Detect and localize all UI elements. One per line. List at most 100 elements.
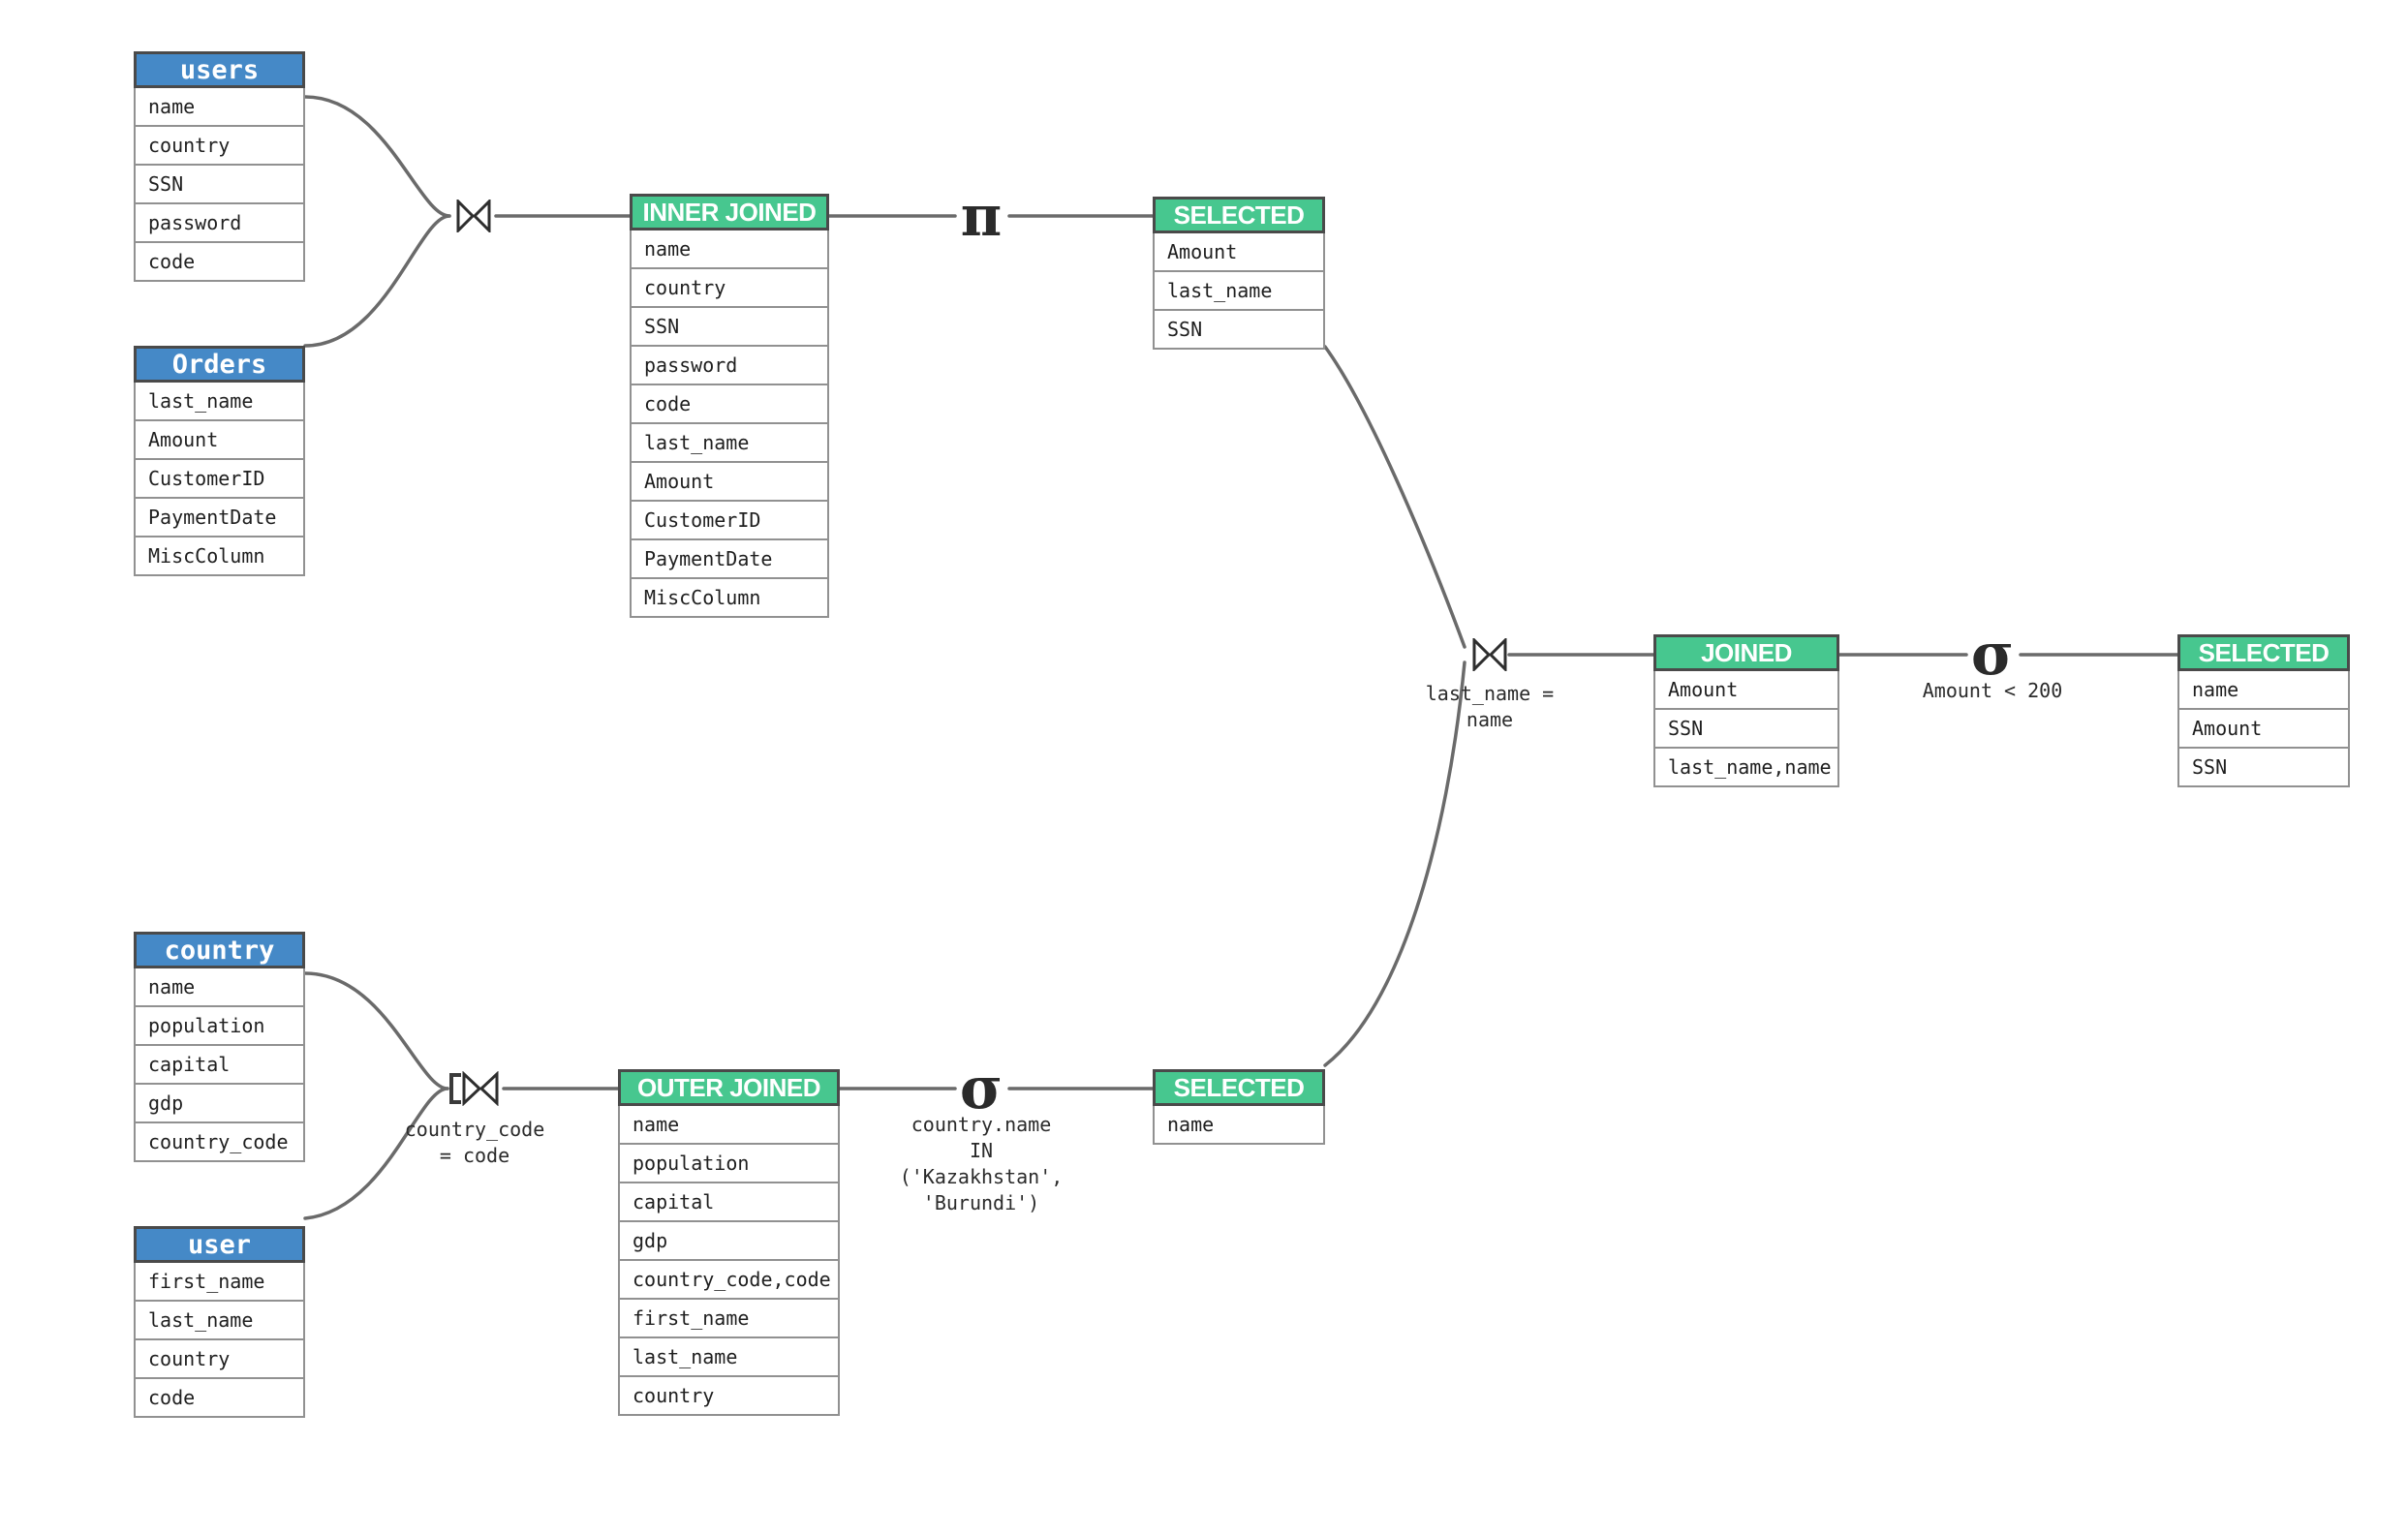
- edge-users-to-inner-join: [303, 95, 451, 218]
- column-row: CustomerID: [134, 460, 305, 499]
- column-row: gdp: [618, 1222, 840, 1261]
- column-row: country: [134, 1340, 305, 1379]
- column-row: PaymentDate: [134, 499, 305, 538]
- bowtie-join-icon: [456, 200, 491, 232]
- column-row: gdp: [134, 1085, 305, 1123]
- column-row: name: [134, 968, 305, 1007]
- sigma-symbol: σ: [1970, 621, 2015, 689]
- projection-operator: π: [954, 180, 1008, 252]
- column-row: last_name: [134, 1302, 305, 1340]
- column-row: last_name,name: [1653, 749, 1839, 787]
- column-row: capital: [618, 1183, 840, 1222]
- table-country-title: country: [134, 932, 305, 968]
- column-row: Amount: [1153, 233, 1325, 272]
- column-row: population: [618, 1145, 840, 1183]
- column-row: name: [134, 88, 305, 127]
- column-row: code: [134, 243, 305, 282]
- column-row: name: [1153, 1106, 1325, 1145]
- column-row: country: [618, 1377, 840, 1416]
- column-row: population: [134, 1007, 305, 1046]
- column-row: last_name: [134, 383, 305, 421]
- column-row: first_name: [618, 1300, 840, 1338]
- column-row: name: [618, 1106, 840, 1145]
- edge-country-to-outer-join: [303, 971, 449, 1091]
- outer-join-operator: [448, 1071, 500, 1106]
- column-row: SSN: [1653, 710, 1839, 749]
- table-selected-countries: SELECTED name: [1153, 1069, 1325, 1145]
- table-user-title: user: [134, 1226, 305, 1263]
- table-outer-joined-title: OUTER JOINED: [618, 1069, 840, 1106]
- table-selected-top-title: SELECTED: [1153, 197, 1325, 233]
- selection-countries-operator: σ: [954, 1053, 1008, 1124]
- column-row: password: [134, 204, 305, 243]
- selection-amount-operator: σ: [1965, 619, 2020, 691]
- column-row: Amount: [1653, 671, 1839, 710]
- column-row: password: [630, 347, 829, 385]
- final-join-operator: [1471, 638, 1508, 671]
- edge-selected-countries-to-final-join: [1323, 660, 1466, 1067]
- sigma-symbol: σ: [959, 1055, 1003, 1122]
- pi-symbol: π: [960, 183, 1003, 249]
- column-row: CustomerID: [630, 502, 829, 540]
- bowtie-join-icon: [1472, 638, 1507, 671]
- column-row: country_code,code: [618, 1261, 840, 1300]
- table-joined-title: JOINED: [1653, 634, 1839, 671]
- column-row: last_name: [1153, 272, 1325, 311]
- column-row: SSN: [630, 308, 829, 347]
- column-row: name: [2177, 671, 2350, 710]
- table-selected-countries-columns: name: [1153, 1106, 1325, 1145]
- column-row: SSN: [134, 166, 305, 204]
- column-row: SSN: [2177, 749, 2350, 787]
- column-row: first_name: [134, 1263, 305, 1302]
- column-row: name: [630, 230, 829, 269]
- column-row: last_name: [630, 424, 829, 463]
- outer-join-icon: [449, 1071, 499, 1106]
- column-row: MiscColumn: [630, 579, 829, 618]
- edge-orders-to-inner-join: [303, 214, 451, 348]
- column-row: country_code: [134, 1123, 305, 1162]
- table-selected-countries-title: SELECTED: [1153, 1069, 1325, 1106]
- column-row: Amount: [2177, 710, 2350, 749]
- table-users-title: users: [134, 51, 305, 88]
- edge-selected-top-to-final-join: [1323, 345, 1466, 649]
- column-row: last_name: [618, 1338, 840, 1377]
- selection-amount-condition-label: Amount < 200: [1922, 679, 2063, 702]
- column-row: PaymentDate: [630, 540, 829, 579]
- table-orders-title: Orders: [134, 346, 305, 383]
- column-row: country: [134, 127, 305, 166]
- final-join-condition-label: last_name = name: [1425, 682, 1555, 731]
- column-row: Amount: [630, 463, 829, 502]
- inner-join-operator: [455, 200, 492, 232]
- column-row: capital: [134, 1046, 305, 1085]
- column-row: code: [630, 385, 829, 424]
- edge-user-to-outer-join: [303, 1087, 449, 1220]
- table-selected-final-title: SELECTED: [2177, 634, 2350, 671]
- column-row: MiscColumn: [134, 538, 305, 576]
- column-row: country: [630, 269, 829, 308]
- column-row: SSN: [1153, 311, 1325, 350]
- selection-countries-condition-label: country.name IN ('Kazakhstan', 'Burundi'…: [899, 1113, 1064, 1214]
- column-row: Amount: [134, 421, 305, 460]
- outer-join-condition-label: country_code = code: [404, 1118, 545, 1167]
- table-inner-joined-title: INNER JOINED: [630, 194, 829, 230]
